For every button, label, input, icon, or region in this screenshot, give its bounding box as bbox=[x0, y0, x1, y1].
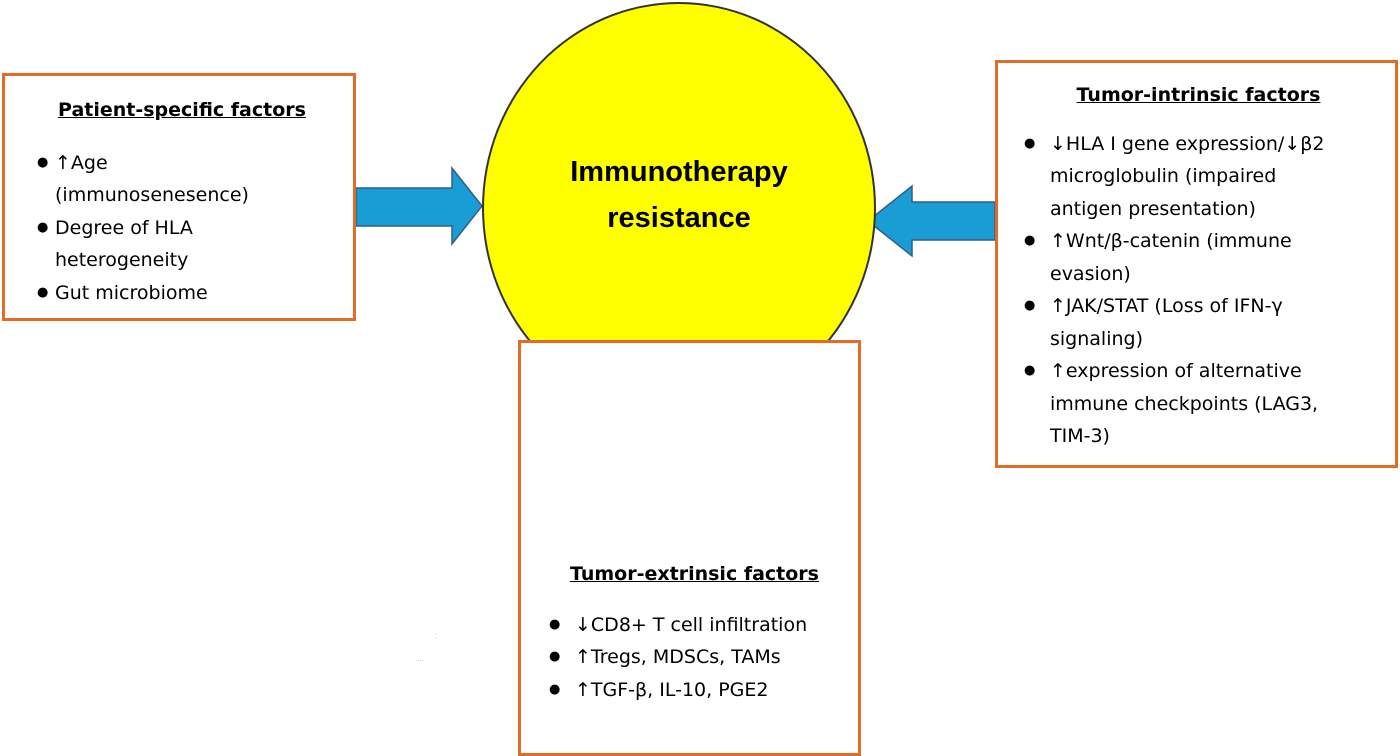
center-title: Immunotherapy resistance bbox=[570, 149, 788, 241]
list-item: ↓HLA I gene expression/↓β2 microglobulin… bbox=[1016, 128, 1330, 226]
patient-specific-factors-box: Patient-specific factors ↑Age (immunosen… bbox=[2, 73, 356, 321]
list-item: ↑JAK/STAT (Loss of IFN-γ signaling) bbox=[1016, 290, 1325, 355]
arrow-patient-to-center bbox=[355, 165, 483, 247]
list-item: ↑Age (immunosenesence) bbox=[27, 147, 281, 212]
stray-mark: : bbox=[435, 631, 438, 640]
list-item: ↑Tregs, MDSCs, TAMs bbox=[541, 641, 848, 674]
list-item: ↑TGF-β, IL-10, PGE2 bbox=[541, 674, 848, 707]
tumor-intrinsic-factors-box: Tumor-intrinsic factors ↓HLA I gene expr… bbox=[995, 60, 1398, 468]
center-title-line-1: Immunotherapy bbox=[570, 156, 788, 188]
arrow-intrinsic-to-center bbox=[866, 184, 996, 258]
intrinsic-factors-title: Tumor-intrinsic factors bbox=[1076, 84, 1321, 106]
list-item: ↓CD8+ T cell infiltration bbox=[541, 609, 848, 642]
list-item: Gut microbiome bbox=[27, 277, 337, 310]
extrinsic-factors-title: Tumor-extrinsic factors bbox=[569, 563, 819, 585]
center-title-line-2: resistance bbox=[607, 202, 751, 234]
tumor-extrinsic-factors-box: Tumor-extrinsic factors ↓CD8+ T cell inf… bbox=[518, 340, 861, 756]
extrinsic-factors-list: ↓CD8+ T cell infiltration ↑Tregs, MDSCs,… bbox=[541, 609, 848, 707]
list-item: Degree of HLA heterogeneity bbox=[27, 212, 225, 277]
intrinsic-factors-list: ↓HLA I gene expression/↓β2 microglobulin… bbox=[1016, 128, 1381, 453]
stray-mark: .... bbox=[415, 654, 424, 663]
patient-factors-title: Patient-specific factors bbox=[58, 99, 306, 121]
list-item: ↑expression of alternative immune checkp… bbox=[1016, 355, 1350, 453]
patient-factors-list: ↑Age (immunosenesence) Degree of HLA het… bbox=[27, 147, 337, 310]
list-item: ↑Wnt/β-catenin (immune evasion) bbox=[1016, 225, 1320, 290]
